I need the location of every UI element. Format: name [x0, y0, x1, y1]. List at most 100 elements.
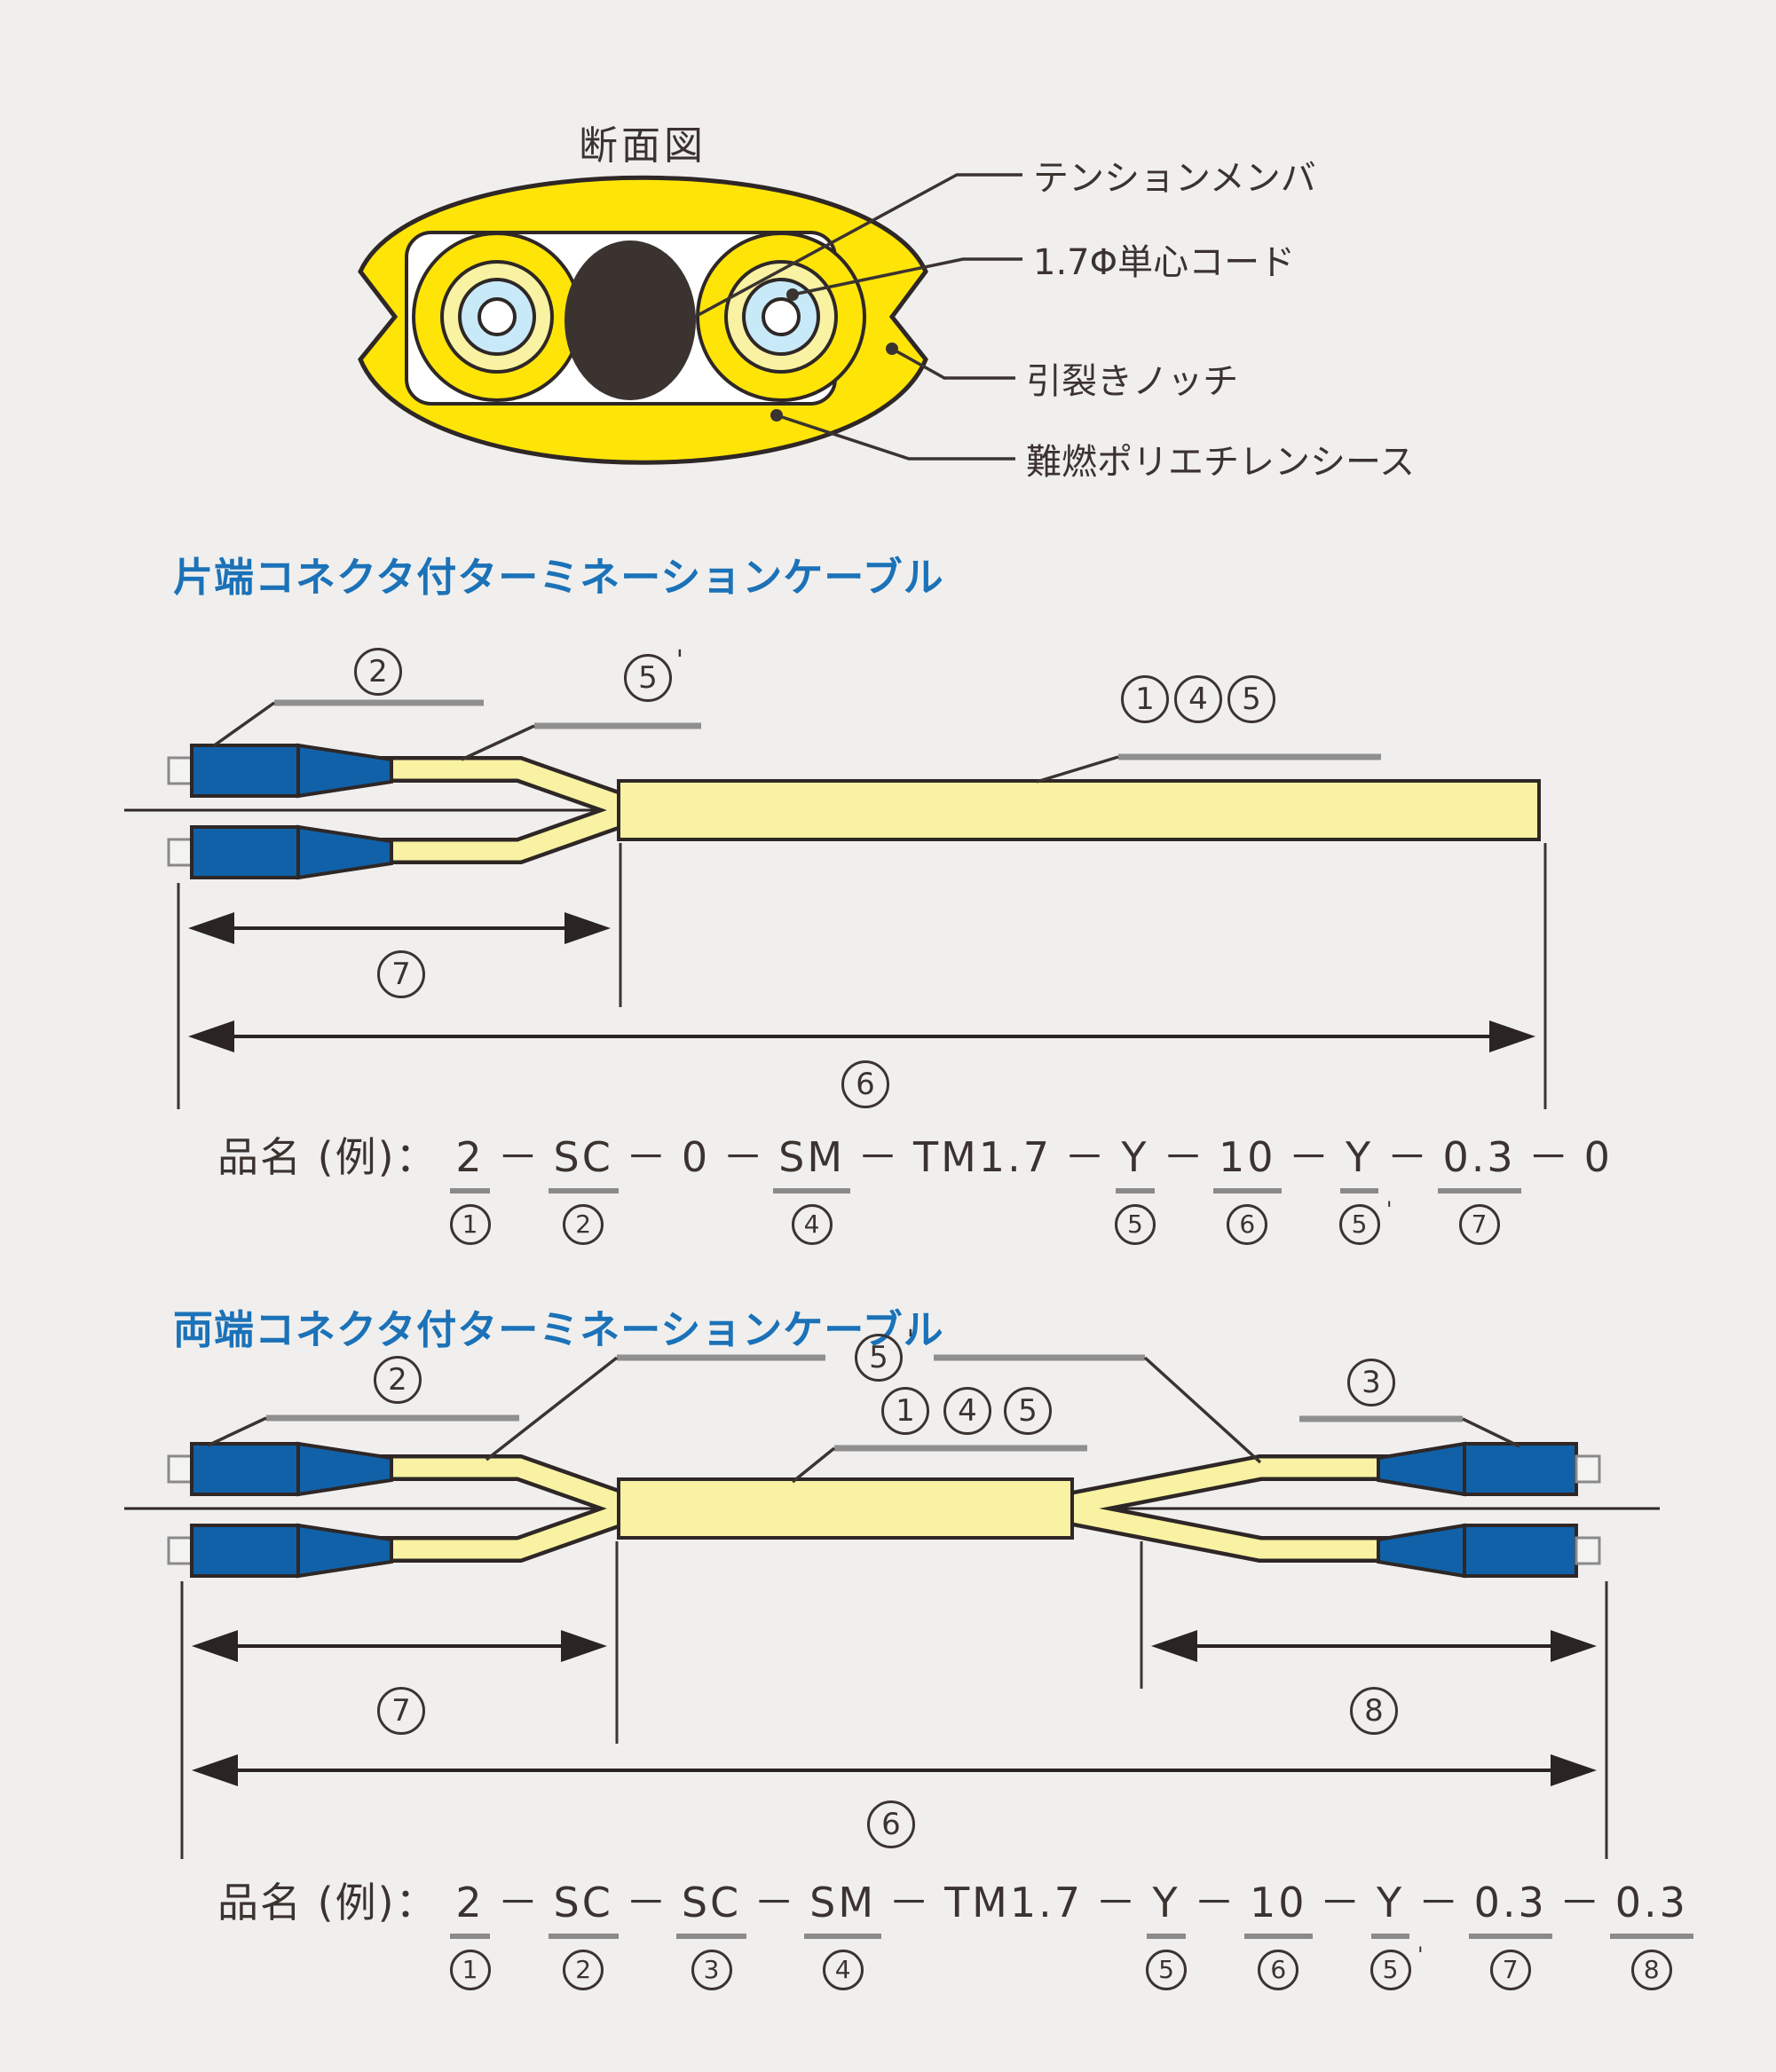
- callout-dim-total: 6: [867, 1800, 915, 1848]
- circled-number: 4: [822, 1950, 864, 1990]
- label-bars: [266, 1354, 1463, 1452]
- label-single-cord: 1.7Φ単心コード: [1033, 242, 1296, 283]
- callout-dim-termination: 7: [377, 950, 425, 998]
- code-text: SC: [548, 1879, 619, 1939]
- callout-connector-left-type: 2: [374, 1356, 422, 1404]
- code-separator: －: [620, 1871, 675, 1936]
- code-marker: 2: [563, 1950, 604, 1990]
- circled-number: 3: [691, 1950, 732, 1990]
- code-text: Y: [1371, 1879, 1410, 1939]
- cross-section-title: 断面図: [579, 123, 706, 169]
- code-segment: SC 3: [675, 1879, 747, 1990]
- code-text: 0: [681, 1133, 711, 1181]
- left-cord: [412, 232, 582, 402]
- code-text: 0.3: [1468, 1879, 1552, 1939]
- code-text: －: [497, 1879, 541, 1926]
- both-ends-cable-diagram: [124, 1354, 1660, 1859]
- part-number-prefix: 品名 (例)：: [217, 1879, 438, 1926]
- cords: [380, 756, 629, 864]
- code-separator: 0: [1579, 1133, 1618, 1188]
- code-text: TM1.7: [913, 1133, 1052, 1181]
- callout-cord-color: 5 ': [624, 648, 683, 702]
- code-separator: －: [748, 1871, 802, 1936]
- code-marker: 8: [1630, 1950, 1672, 1990]
- code-separator: 0: [676, 1133, 715, 1188]
- code-text: Y: [1116, 1133, 1155, 1194]
- code-separator: －: [852, 1125, 906, 1191]
- code-text: －: [1417, 1879, 1462, 1926]
- code-text: SC: [675, 1879, 747, 1939]
- label-leaders: [207, 1356, 1520, 1484]
- dimension-lines: [177, 843, 1547, 1109]
- callout-cable-1: 1: [881, 1387, 929, 1435]
- code-text: 0.3: [1609, 1879, 1693, 1939]
- callout-cable-4: 4: [943, 1387, 991, 1435]
- cross-section-leader-lines: [663, 173, 1022, 461]
- code-separator: －: [493, 1125, 547, 1191]
- cable-cross-section: [358, 173, 1022, 465]
- code-marker: 5: [1114, 1204, 1156, 1245]
- tension-member-shape: [564, 240, 696, 400]
- code-text: －: [625, 1879, 669, 1926]
- code-separator: －: [1157, 1125, 1212, 1191]
- label-leaders: [211, 701, 1119, 784]
- leader-dots: [658, 288, 898, 421]
- code-text: －: [497, 1133, 541, 1181]
- circled-number: 5: [1146, 1950, 1188, 1990]
- circled-number: 5: [1369, 1950, 1411, 1990]
- callout-dim-termination-right: 8: [1350, 1687, 1398, 1735]
- code-separator: －: [1554, 1871, 1608, 1936]
- left-connector-bottom: [167, 1523, 393, 1579]
- circled-number: 2: [563, 1204, 604, 1245]
- circled-number: 7: [1489, 1950, 1531, 1990]
- code-separator: －: [717, 1125, 771, 1191]
- code-text: SC: [548, 1133, 619, 1194]
- code-text: －: [1319, 1879, 1363, 1926]
- code-text: 0.3: [1437, 1133, 1521, 1194]
- code-marker: 4: [791, 1204, 833, 1245]
- code-text: TM1.7: [944, 1879, 1084, 1926]
- label-sheath: 難燃ポリエチレンシース: [1026, 442, 1415, 483]
- circled-number: 1: [449, 1204, 491, 1245]
- left-connector-top: [167, 1441, 393, 1497]
- circled-number: 6: [1227, 1204, 1268, 1245]
- callout-cable-4: 4: [1174, 675, 1222, 723]
- circled-number: 5: [1338, 1204, 1380, 1245]
- code-separator: －: [1382, 1125, 1436, 1191]
- code-separator: －: [1314, 1871, 1369, 1936]
- code-text: －: [1194, 1879, 1238, 1926]
- code-separator: －: [1188, 1871, 1243, 1936]
- code-text: SM: [804, 1879, 882, 1939]
- code-text: －: [1527, 1133, 1572, 1181]
- callout-cable-5: 5: [1004, 1387, 1052, 1435]
- code-separator: －: [883, 1871, 937, 1936]
- code-text: SM: [773, 1133, 851, 1194]
- dimension-lines: [180, 1541, 1608, 1859]
- callout-cable-1: 1: [1121, 675, 1169, 723]
- code-marker: 2: [563, 1204, 604, 1245]
- left-connector-top: [167, 743, 393, 799]
- code-text: 10: [1244, 1879, 1313, 1939]
- code-text: －: [754, 1879, 798, 1926]
- prime-mark: ': [1385, 1197, 1393, 1222]
- code-text: 2: [450, 1879, 490, 1939]
- flat-cable: [617, 779, 1541, 841]
- callout-connector-right-type: 3: [1347, 1359, 1395, 1406]
- prime-mark: ': [1417, 1942, 1424, 1967]
- code-text: －: [722, 1133, 767, 1181]
- code-separator: －: [1413, 1871, 1467, 1936]
- code-marker: 5': [1369, 1942, 1424, 1990]
- code-text: －: [1063, 1133, 1108, 1181]
- code-separator: －: [620, 1125, 675, 1191]
- code-marker: 1: [449, 1204, 491, 1245]
- label-tension-member: テンションメンバ: [1033, 158, 1316, 199]
